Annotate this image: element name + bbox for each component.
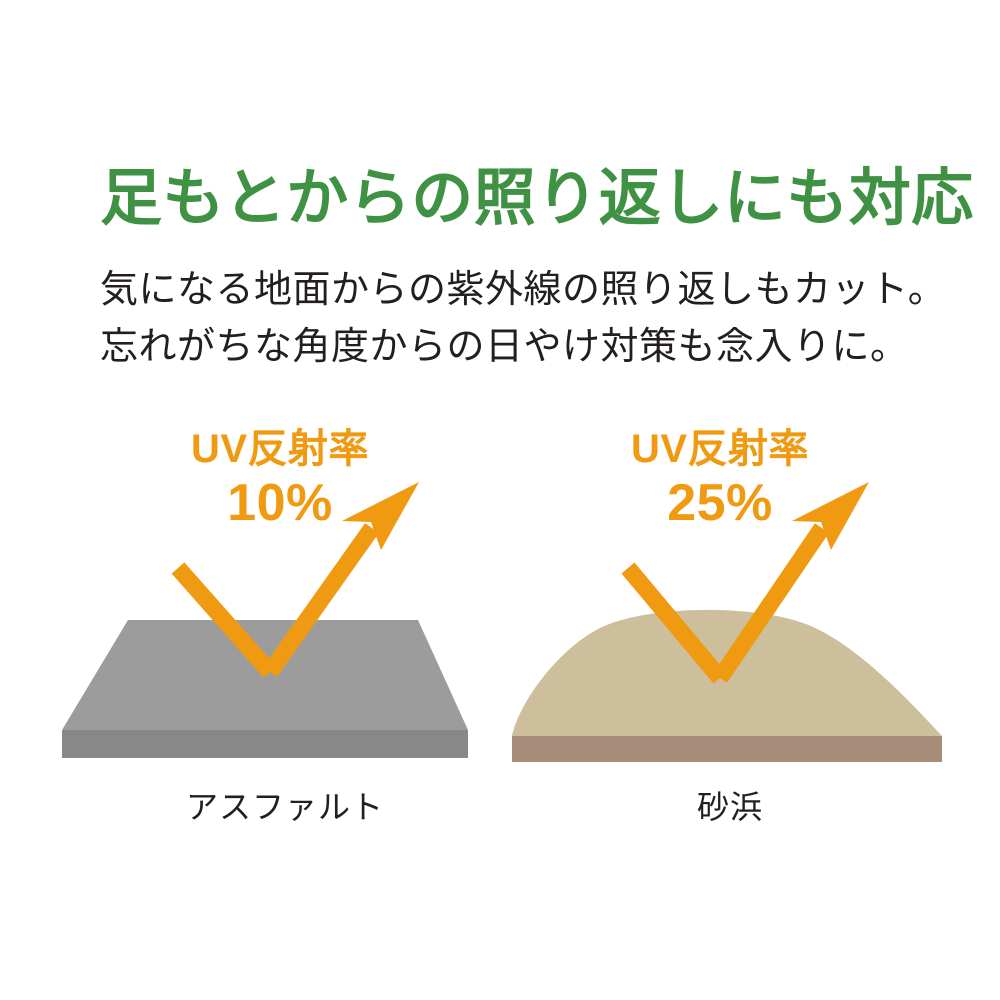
asphalt-base-face <box>62 730 468 758</box>
asphalt-uv-ray-group <box>171 482 419 678</box>
sand-stat-block: UV反射率 25% <box>590 428 850 531</box>
sand-caption: 砂浜 <box>696 789 763 825</box>
reflection-diagram-svg <box>62 482 942 762</box>
asphalt-stat-block: UV反射率 10% <box>150 428 410 531</box>
asphalt-arrowhead-icon <box>342 482 419 550</box>
asphalt-reflected-ray <box>263 523 379 677</box>
description-line-1: 気になる地面からの紫外線の照り返しもカット。 <box>100 269 947 311</box>
asphalt-incoming-ray <box>171 562 277 678</box>
sand-stat-title: UV反射率 <box>630 427 810 471</box>
description-line-2: 忘れがちな角度からの日やけ対策も念入りに。 <box>100 326 909 368</box>
sand-incoming-ray <box>621 562 727 684</box>
asphalt-caption: アスファルト <box>185 789 384 825</box>
reflection-illustration <box>0 400 1000 840</box>
sand-arrowhead-icon <box>792 482 869 550</box>
sand-surface-group <box>512 609 942 762</box>
sand-reflected-ray <box>712 523 830 683</box>
sand-stat-value: 25% <box>667 474 773 532</box>
sand-uv-ray-group <box>621 482 869 684</box>
asphalt-stat-value: 10% <box>227 474 333 532</box>
asphalt-stat-title: UV反射率 <box>190 427 370 471</box>
description-block: 気になる地面からの紫外線の照り返しもカット。 忘れがちな角度からの日やけ対策も念… <box>100 262 960 376</box>
asphalt-surface-group <box>62 620 468 758</box>
page-title: 足もとからの照り返しにも対応 <box>100 164 974 233</box>
sand-base-face <box>512 736 942 762</box>
